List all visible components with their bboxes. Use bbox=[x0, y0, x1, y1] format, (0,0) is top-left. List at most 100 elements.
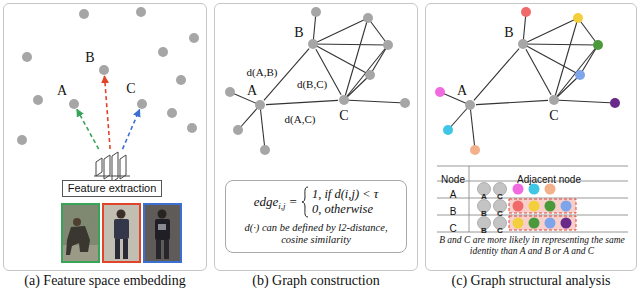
formula-subscript: i,j bbox=[278, 201, 285, 211]
image-frame bbox=[103, 204, 140, 262]
graph-edge bbox=[368, 18, 388, 45]
node-letter: A bbox=[57, 83, 67, 98]
graph-dot bbox=[233, 125, 243, 135]
cnn-layer bbox=[96, 158, 102, 176]
feature-dot bbox=[167, 108, 177, 118]
caption-holder: (c) Graph structural analysis bbox=[426, 272, 636, 289]
label-holder: B bbox=[481, 219, 487, 237]
feature-dot bbox=[17, 135, 27, 145]
feature-dot bbox=[79, 9, 89, 19]
identity-dot bbox=[575, 70, 585, 80]
formula-symbol: edge bbox=[254, 194, 279, 210]
person-head bbox=[73, 218, 81, 226]
label-holder: B bbox=[481, 202, 487, 220]
feature-arrow bbox=[123, 110, 140, 150]
graph-edge bbox=[260, 105, 265, 150]
identity-dot bbox=[529, 218, 540, 229]
person-body bbox=[66, 226, 90, 255]
table-cell: B bbox=[450, 206, 457, 217]
identity-dot bbox=[610, 98, 620, 108]
identity-dot bbox=[593, 40, 603, 50]
process-box: Feature extraction bbox=[62, 150, 163, 197]
node-chip-label: B bbox=[481, 209, 487, 218]
adjacency-table bbox=[437, 166, 628, 232]
graph-edge bbox=[344, 100, 405, 103]
identity-dot bbox=[435, 87, 445, 97]
node-letter: B bbox=[504, 25, 513, 40]
identity-dot bbox=[545, 184, 556, 195]
edge-label-holder: d(A,B) bbox=[245, 62, 280, 80]
node-chip-label: B bbox=[481, 226, 487, 235]
label-holder: C bbox=[497, 202, 503, 220]
person-body bbox=[155, 219, 170, 240]
caption-holder: (b) Graph construction bbox=[215, 272, 417, 289]
node-chip-label: C bbox=[497, 192, 503, 201]
formula-case: 0, otherwise bbox=[312, 202, 378, 217]
feature-dot bbox=[22, 52, 32, 62]
label-holder: C bbox=[449, 218, 456, 236]
graph-node: B bbox=[99, 65, 109, 75]
brace-symbol bbox=[301, 186, 309, 218]
panel: ABC(c) Graph structural analysis bbox=[425, 3, 637, 271]
cnn-icon bbox=[82, 150, 142, 180]
table-rule bbox=[437, 166, 628, 167]
feature-dot bbox=[176, 75, 186, 85]
edge-label-holder: d(B,C) bbox=[295, 74, 329, 92]
graph-dot bbox=[260, 145, 270, 155]
graph-edge bbox=[554, 100, 615, 103]
graph-edge bbox=[578, 18, 598, 45]
node-letter: A bbox=[457, 83, 467, 98]
table-marks bbox=[478, 183, 577, 231]
note-text: B and C are more likely in representing … bbox=[435, 235, 629, 257]
graph-edge bbox=[344, 45, 388, 100]
graph-node: B bbox=[308, 39, 318, 49]
node-letter: C bbox=[549, 108, 558, 123]
formula-operator: = bbox=[290, 194, 297, 210]
identity-dot bbox=[561, 201, 572, 212]
graph-edge bbox=[523, 44, 598, 45]
graph-b-edges bbox=[230, 12, 405, 150]
feature-dot bbox=[189, 33, 199, 43]
label-holder: C bbox=[497, 185, 503, 203]
cnn-layer bbox=[104, 155, 110, 179]
person-leg bbox=[115, 239, 120, 259]
person-images bbox=[62, 204, 181, 262]
identity-dot bbox=[521, 7, 531, 17]
node-chip-label: C bbox=[497, 226, 503, 235]
label-holder: A bbox=[450, 184, 457, 202]
label-holder: Adjacent node bbox=[517, 169, 581, 187]
identity-dot bbox=[443, 125, 453, 135]
table-cell: C bbox=[449, 223, 456, 234]
edge-label: d(B,C) bbox=[295, 78, 329, 90]
feature-dot bbox=[187, 123, 197, 133]
identity-dot bbox=[545, 201, 556, 212]
feature-arrow bbox=[77, 109, 99, 149]
graph-node: B bbox=[518, 39, 528, 49]
node-letter: C bbox=[126, 81, 135, 96]
node-label-holder: C bbox=[126, 80, 135, 97]
edge-label: d(A,B) bbox=[245, 66, 280, 78]
node-letter: B bbox=[85, 50, 94, 65]
feature-dot bbox=[158, 47, 168, 57]
graph-b-dots bbox=[225, 7, 410, 155]
graph-edge bbox=[313, 18, 368, 44]
person-head bbox=[158, 210, 167, 219]
feature-arrow bbox=[104, 76, 110, 149]
identity-dot bbox=[470, 145, 480, 155]
graph-edge bbox=[526, 49, 551, 95]
person-leg bbox=[123, 239, 128, 259]
node-label-holder: B bbox=[294, 24, 303, 41]
identity-dot bbox=[513, 201, 524, 212]
graph-dot bbox=[383, 40, 393, 50]
process-label: Feature extraction bbox=[62, 180, 163, 197]
identity-dot bbox=[529, 184, 540, 195]
graph-node: A bbox=[69, 99, 79, 109]
feature-dot bbox=[136, 7, 146, 17]
label-holder: Node bbox=[441, 169, 465, 187]
node-label-holder: B bbox=[85, 49, 94, 66]
graph-edge bbox=[554, 45, 598, 100]
table-cell: A bbox=[450, 189, 457, 200]
table-rule bbox=[437, 198, 628, 199]
graph-c-dots bbox=[435, 7, 620, 155]
